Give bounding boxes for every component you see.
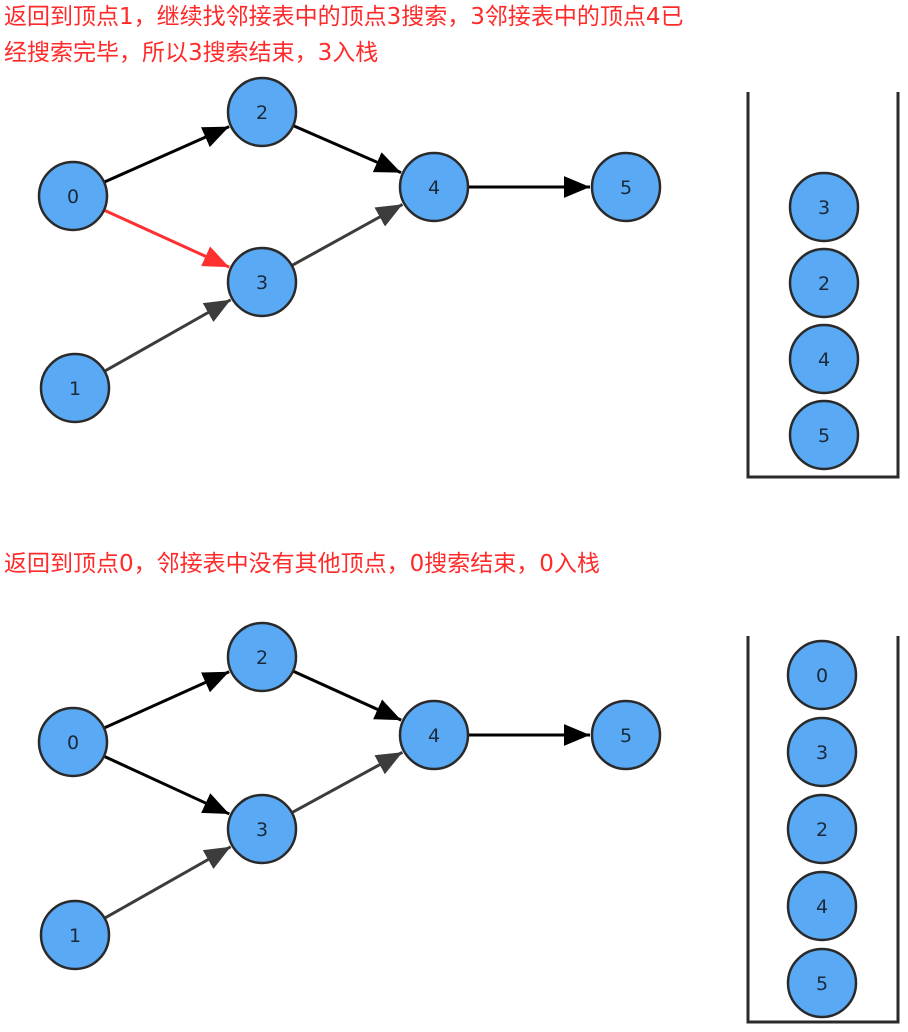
edge-0-to-2 xyxy=(104,670,230,730)
caption-top-line-2: 经搜索完毕，所以3搜索结束，3入栈 xyxy=(4,40,379,66)
edge-0-to-2 xyxy=(104,125,230,184)
node-5-label: 5 xyxy=(620,725,632,747)
stack-item-5-label: 5 xyxy=(816,973,828,995)
stack-item-3-label: 3 xyxy=(816,742,828,764)
node-0-circle xyxy=(37,706,109,778)
edge-2-to-4 xyxy=(293,670,402,722)
node-0: 0 xyxy=(37,160,109,232)
node-4: 4 xyxy=(398,151,470,223)
node-0-label: 0 xyxy=(67,186,79,208)
stack-item-4-circle xyxy=(786,870,858,942)
node-4-label: 4 xyxy=(428,177,440,199)
node-0-circle xyxy=(37,160,109,232)
node-0-label: 0 xyxy=(67,732,79,754)
node-5-circle xyxy=(590,699,662,771)
stack-item-2-label: 2 xyxy=(818,273,830,295)
stack-item-5-label: 5 xyxy=(818,425,830,447)
node-3-circle xyxy=(226,246,298,318)
stack-item-0-label: 0 xyxy=(816,665,828,687)
node-3-label: 3 xyxy=(256,819,268,841)
stack-item-5: 5 xyxy=(788,399,860,471)
stack-item-3-circle xyxy=(788,171,860,243)
stack-container xyxy=(746,636,900,1024)
edge-2-to-4 xyxy=(293,124,402,174)
node-2: 2 xyxy=(226,621,298,693)
stack-item-3: 3 xyxy=(788,171,860,243)
stack-item-4-circle xyxy=(788,323,860,395)
node-2-circle xyxy=(226,621,298,693)
stack-item-2-circle xyxy=(786,793,858,865)
node-3: 3 xyxy=(226,246,298,318)
stack-item-4-label: 4 xyxy=(816,896,828,918)
stack-item-4: 4 xyxy=(786,870,858,942)
node-5-label: 5 xyxy=(620,177,632,199)
node-4-circle xyxy=(398,699,470,771)
stack-item-4: 4 xyxy=(788,323,860,395)
node-4-label: 4 xyxy=(428,725,440,747)
stack-item-2-circle xyxy=(788,247,860,319)
stack-item-5: 5 xyxy=(786,947,858,1019)
edge-0-to-3 xyxy=(104,209,230,269)
stack-item-3-circle xyxy=(786,716,858,788)
caption-bottom: 返回到顶点0，邻接表中没有其他顶点，0搜索结束，0入栈 xyxy=(4,551,600,577)
edge-3-to-4 xyxy=(291,750,404,814)
node-2-label: 2 xyxy=(256,647,268,669)
node-1: 1 xyxy=(39,352,111,424)
node-1-circle xyxy=(39,352,111,424)
caption-top-line-1: 返回到顶点1，继续找邻接表中的顶点3搜索，3邻接表中的顶点4已 xyxy=(4,4,684,30)
node-5: 5 xyxy=(590,699,662,771)
node-4: 4 xyxy=(398,699,470,771)
node-2: 2 xyxy=(226,76,298,148)
node-3: 3 xyxy=(226,793,298,865)
node-3-circle xyxy=(226,793,298,865)
edge-0-to-3 xyxy=(104,755,230,816)
node-2-label: 2 xyxy=(256,102,268,124)
stack-item-3: 3 xyxy=(786,716,858,788)
edge-1-to-3 xyxy=(104,298,232,373)
stack-container xyxy=(746,92,900,479)
node-1: 1 xyxy=(39,899,111,971)
node-1-label: 1 xyxy=(69,378,81,400)
edge-3-to-4 xyxy=(291,203,404,267)
node-1-circle xyxy=(39,899,111,971)
node-2-circle xyxy=(226,76,298,148)
stack-item-2: 2 xyxy=(786,793,858,865)
stack-item-3-label: 3 xyxy=(818,197,830,219)
stack-item-4-label: 4 xyxy=(818,349,830,371)
node-5-circle xyxy=(590,151,662,223)
panel-top: 0 1 2 3 4 5 3 2 4 5 xyxy=(37,76,900,479)
stack-item-5-circle xyxy=(788,399,860,471)
node-4-circle xyxy=(398,151,470,223)
stack-item-0-circle xyxy=(786,639,858,711)
node-1-label: 1 xyxy=(69,925,81,947)
stack-item-0: 0 xyxy=(786,639,858,711)
panel-bottom: 0 1 2 3 4 5 0 3 2 4 5 xyxy=(37,621,900,1024)
node-5: 5 xyxy=(590,151,662,223)
stack-item-5-circle xyxy=(786,947,858,1019)
node-3-label: 3 xyxy=(256,272,268,294)
stack-item-2-label: 2 xyxy=(816,819,828,841)
stack-item-2: 2 xyxy=(788,247,860,319)
node-0: 0 xyxy=(37,706,109,778)
edge-1-to-3 xyxy=(104,845,232,920)
